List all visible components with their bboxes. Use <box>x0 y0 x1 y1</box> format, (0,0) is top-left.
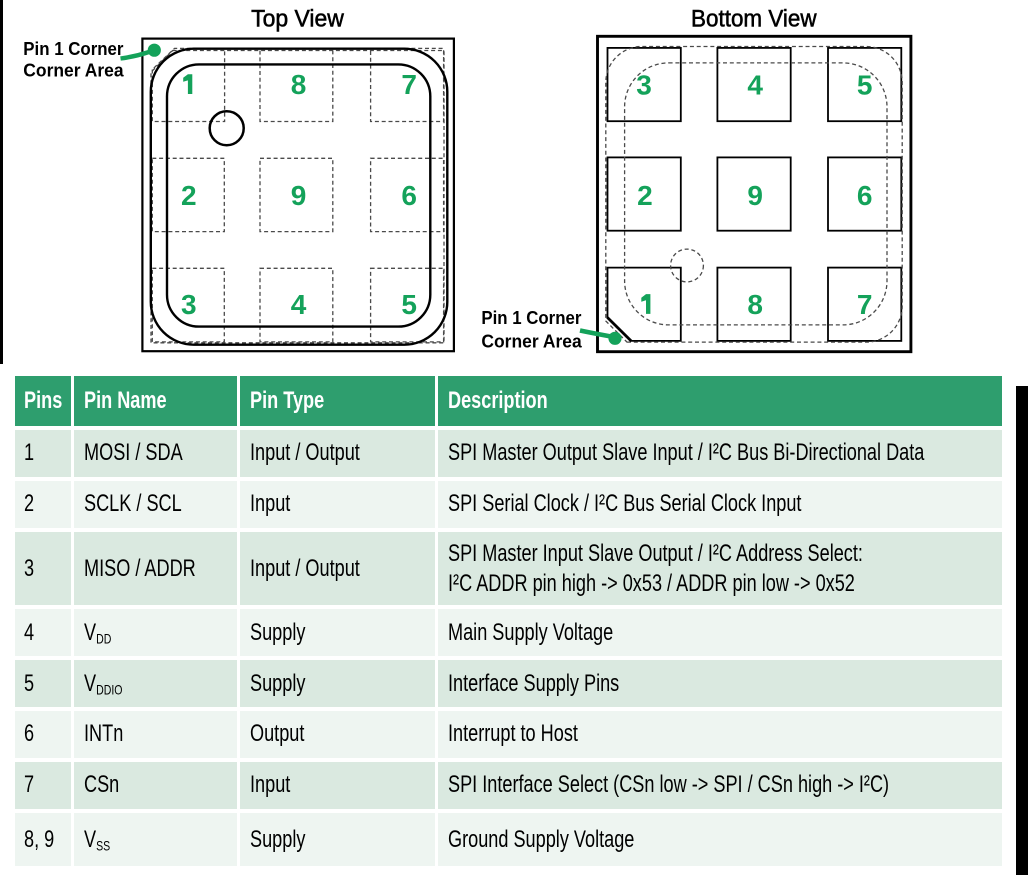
svg-text:6: 6 <box>401 180 417 211</box>
svg-text:Top View: Top View <box>251 6 344 33</box>
svg-text:3: 3 <box>181 289 197 320</box>
svg-text:3: 3 <box>636 69 652 100</box>
svg-text:4: 4 <box>291 289 307 320</box>
svg-text:Corner Area: Corner Area <box>23 61 124 81</box>
svg-text:5: 5 <box>857 69 873 100</box>
svg-text:Pin 1 Corner: Pin 1 Corner <box>23 39 123 59</box>
svg-text:2: 2 <box>181 180 197 211</box>
svg-text:8: 8 <box>291 69 307 100</box>
svg-text:Pin 1 Corner: Pin 1 Corner <box>481 308 581 328</box>
svg-text:7: 7 <box>401 69 417 100</box>
svg-text:5: 5 <box>401 289 417 320</box>
svg-text:8: 8 <box>747 289 763 320</box>
svg-text:Bottom View: Bottom View <box>691 6 817 33</box>
svg-text:2: 2 <box>637 180 653 211</box>
svg-text:9: 9 <box>291 180 307 211</box>
svg-text:7: 7 <box>857 289 873 320</box>
svg-text:Corner Area: Corner Area <box>481 331 582 351</box>
svg-text:6: 6 <box>857 180 873 211</box>
svg-text:9: 9 <box>747 180 763 211</box>
svg-text:4: 4 <box>747 69 763 100</box>
